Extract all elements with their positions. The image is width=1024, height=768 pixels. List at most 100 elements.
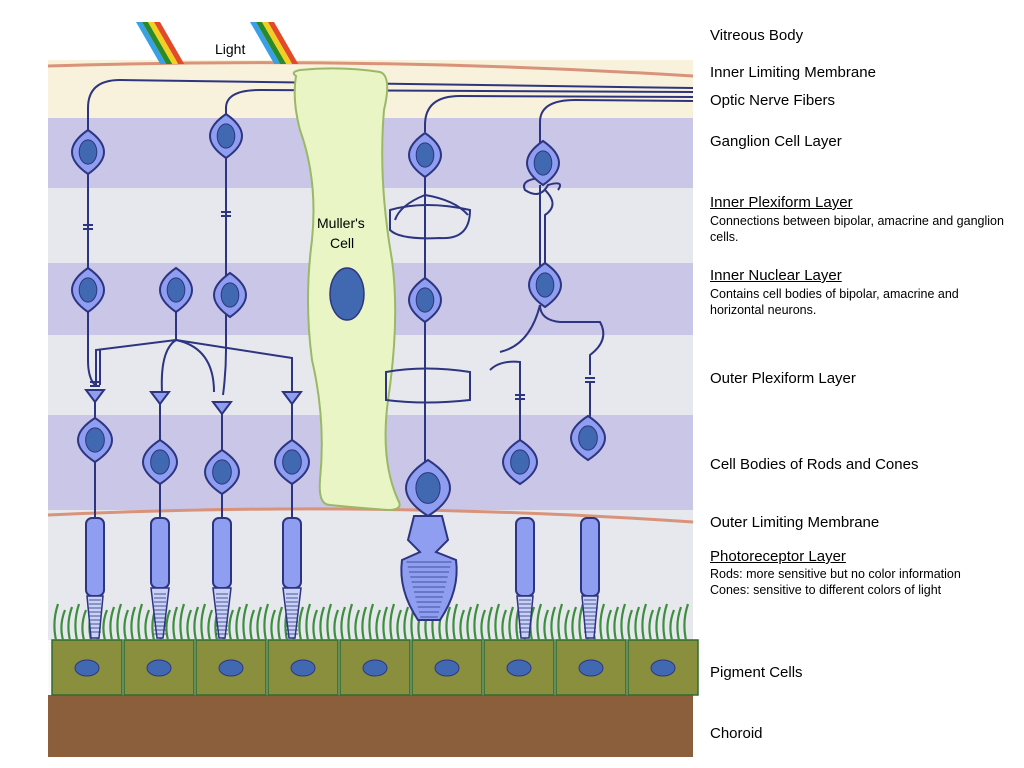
rods-desc: Rods: more sensitive but no color inform… — [710, 567, 961, 581]
label-photoreceptor-layer: Photoreceptor Layer Rods: more sensitive… — [710, 548, 1024, 598]
cilium — [305, 603, 312, 641]
cilium — [669, 609, 676, 641]
label-outer-limiting-membrane: Outer Limiting Membrane — [710, 514, 879, 531]
axon — [539, 304, 605, 375]
cilium — [200, 603, 207, 641]
cilium — [480, 609, 487, 641]
inner-nuclear-layer-text: Inner Nuclear Layer — [710, 267, 842, 284]
axon — [160, 339, 177, 393]
axon — [175, 339, 293, 392]
cilium — [564, 609, 571, 641]
light-rays — [136, 22, 299, 64]
cilium — [606, 609, 613, 641]
cilium — [60, 609, 67, 641]
neuron-cell — [70, 266, 106, 314]
cilium — [242, 603, 249, 641]
axon — [222, 310, 227, 396]
cilium — [74, 603, 81, 641]
cilium — [648, 609, 655, 641]
inner-nuclear-desc: Contains cell bodies of bipolar, amacrin… — [710, 287, 959, 317]
cilium — [354, 609, 361, 641]
choroid-band — [48, 695, 693, 757]
cilium — [494, 603, 501, 641]
axon — [544, 189, 554, 270]
pigment-nucleus — [434, 659, 460, 677]
optic-nerve-fibers — [87, 78, 694, 145]
neuron-cell — [208, 112, 244, 160]
cilium — [53, 603, 60, 641]
cilium — [403, 606, 410, 641]
cilium — [501, 609, 508, 641]
cones-desc: Cones: sensitive to different colors of … — [710, 583, 942, 597]
rod-cell — [580, 517, 600, 639]
muller-label-line2: Cell — [330, 235, 354, 251]
neurons — [70, 112, 607, 518]
cilium — [508, 606, 515, 641]
cilium — [186, 609, 193, 641]
cilium — [193, 606, 200, 641]
synapse — [515, 394, 525, 400]
label-ganglion-cell-layer: Ganglion Cell Layer — [710, 133, 842, 150]
cilium — [396, 609, 403, 641]
label-inner-plexiform-layer: Inner Plexiform Layer Connections betwee… — [710, 194, 1010, 245]
cone-cell — [282, 517, 302, 639]
cilium — [256, 606, 263, 641]
optic-nerve-fibers-text: Optic Nerve Fibers — [710, 92, 836, 109]
cilium — [319, 606, 326, 641]
cilium — [487, 606, 494, 641]
cilium — [340, 606, 347, 641]
neuron-cell — [501, 438, 539, 486]
cilium — [81, 609, 88, 641]
cilium — [620, 603, 627, 641]
pigment-nucleus — [506, 659, 532, 677]
cilium — [270, 609, 277, 641]
synapse — [221, 211, 231, 217]
axon — [389, 204, 472, 240]
cilium — [137, 603, 144, 641]
pigment-nucleus — [290, 659, 316, 677]
cilium — [116, 603, 123, 641]
cilium — [326, 603, 333, 641]
cilium — [683, 603, 690, 641]
cilium — [368, 603, 375, 641]
cilium — [277, 606, 284, 641]
cilium — [578, 603, 585, 641]
label-optic-nerve-fibers: Optic Nerve Fibers — [710, 92, 835, 109]
choroid-text: Choroid — [710, 725, 763, 742]
cilium — [599, 603, 606, 641]
label-pigment-cells: Pigment Cells — [710, 664, 803, 681]
neuron-cell — [203, 448, 241, 496]
label-choroid: Choroid — [710, 725, 763, 742]
cilium — [347, 603, 354, 641]
cilium — [375, 609, 382, 641]
axon — [385, 367, 471, 404]
cilium — [235, 606, 242, 641]
cilium — [123, 609, 130, 641]
pigment-nucleus — [146, 659, 172, 677]
neuron-cell — [70, 128, 106, 176]
cilium — [571, 606, 578, 641]
cilium — [543, 609, 550, 641]
synapse — [83, 224, 93, 230]
neuron-cell — [407, 131, 443, 179]
rods-cones-bodies-text: Cell Bodies of Rods and Cones — [710, 456, 919, 473]
axon — [499, 304, 541, 353]
rod-terminal — [149, 391, 171, 406]
cilium — [298, 606, 305, 641]
inner-limiting-membrane-text: Inner Limiting Membrane — [710, 64, 876, 81]
cilium — [634, 606, 641, 641]
cilium — [459, 609, 466, 641]
label-rods-cones-bodies: Cell Bodies of Rods and Cones — [710, 456, 918, 473]
photoreceptor-layer-text: Photoreceptor Layer — [710, 548, 846, 565]
neuron-cell — [527, 261, 563, 309]
label-inner-limiting-membrane: Inner Limiting Membrane — [710, 64, 876, 81]
inner-limiting-membrane — [47, 61, 694, 78]
rod-cell — [85, 517, 105, 639]
neuron-cell — [273, 438, 311, 486]
cilium — [466, 606, 473, 641]
photoreceptors — [85, 515, 600, 639]
axon — [489, 360, 521, 392]
label-vitreous-body: Vitreous Body — [710, 27, 803, 44]
cilium — [452, 603, 459, 641]
